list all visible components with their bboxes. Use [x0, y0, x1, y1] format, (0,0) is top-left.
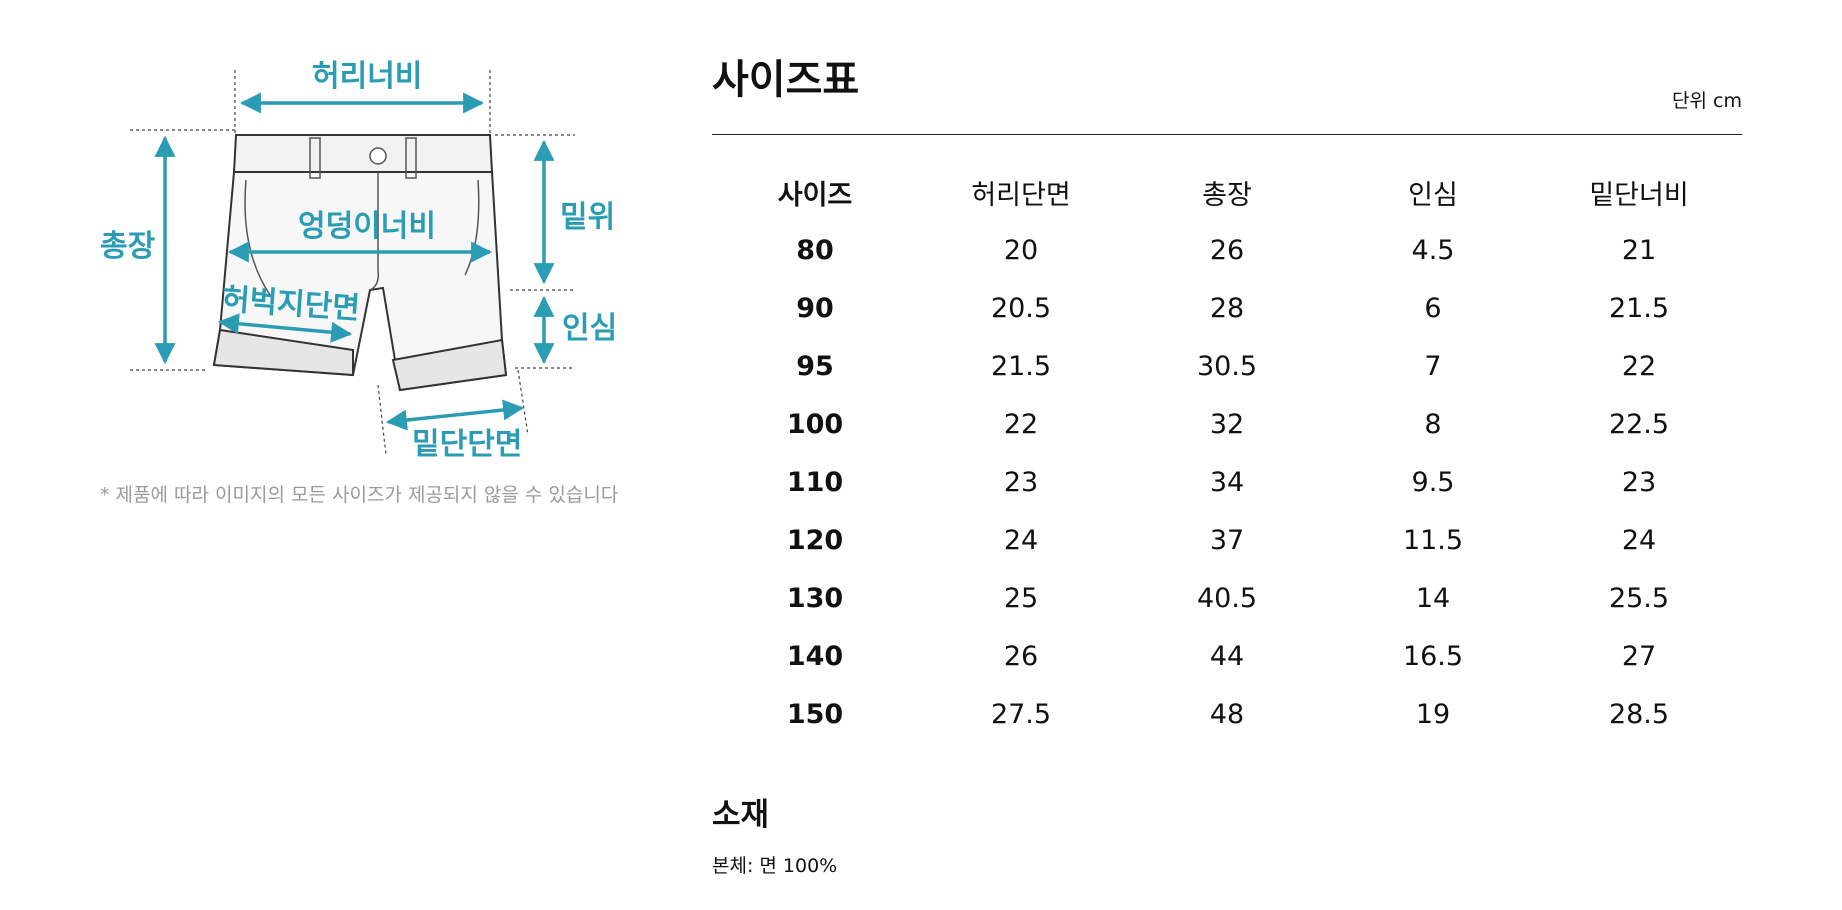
value-cell: 21.5 [1608, 292, 1670, 324]
value-cell: 44 [1209, 640, 1245, 672]
value-cell: 24 [1621, 524, 1657, 556]
column-header: 총장 [1202, 179, 1252, 211]
value-cell: 28 [1209, 292, 1245, 324]
size-cell: 130 [786, 582, 844, 614]
value-cell: 7 [1424, 350, 1442, 382]
value-cell: 23 [1621, 466, 1657, 498]
value-cell: 27.5 [990, 698, 1052, 730]
table-row: 90 20.5 28 6 21.5 [712, 279, 1742, 337]
value-cell: 25.5 [1608, 582, 1670, 614]
value-cell: 32 [1209, 408, 1245, 440]
table-row: 100 22 32 8 22.5 [712, 395, 1742, 453]
table-row: 150 27.5 48 19 28.5 [712, 685, 1742, 743]
value-cell: 11.5 [1402, 524, 1464, 556]
value-cell: 24 [1003, 524, 1039, 556]
shorts-size-diagram: 허리너비 총장 밑위 엉덩이너비 허벅지단면 인심 밑단단면 [70, 40, 650, 480]
shorts-illustration [130, 70, 575, 456]
label-waist-width: 허리너비 [312, 59, 423, 94]
label-total-length: 총장 [100, 229, 156, 264]
value-cell: 34 [1209, 466, 1245, 498]
value-cell: 21 [1621, 234, 1657, 266]
value-cell: 26 [1209, 234, 1245, 266]
value-cell: 9.5 [1411, 466, 1455, 498]
size-chart-title: 사이즈표 [712, 57, 860, 103]
label-inseam: 인심 [562, 311, 618, 346]
table-row: 130 25 40.5 14 25.5 [712, 569, 1742, 627]
value-cell: 48 [1209, 698, 1245, 730]
value-cell: 28.5 [1608, 698, 1670, 730]
value-cell: 21.5 [990, 350, 1052, 382]
table-row: 80 20 26 4.5 21 [712, 221, 1742, 279]
material-title: 소재 [712, 797, 770, 833]
size-cell: 120 [786, 524, 844, 556]
size-cell: 110 [786, 466, 844, 498]
column-header: 사이즈 [777, 179, 853, 211]
label-hip-width: 엉덩이너비 [298, 209, 436, 244]
value-cell: 16.5 [1402, 640, 1464, 672]
size-note: * 제품에 따라 이미지의 모든 사이즈가 제공되지 않을 수 있습니다 [100, 484, 619, 506]
table-row: 140 26 44 16.5 27 [712, 627, 1742, 685]
value-cell: 22 [1621, 350, 1657, 382]
size-cell: 100 [786, 408, 844, 440]
label-hem: 밑단단면 [412, 427, 523, 462]
table-row: 120 24 37 11.5 24 [712, 511, 1742, 569]
material-text: 본체: 면 100% [712, 855, 838, 877]
label-rise: 밑위 [560, 200, 616, 235]
size-cell: 140 [786, 640, 844, 672]
title-divider [712, 134, 1742, 135]
value-cell: 14 [1415, 582, 1451, 614]
value-cell: 4.5 [1411, 234, 1455, 266]
value-cell: 23 [1003, 466, 1039, 498]
table-row: 95 21.5 30.5 7 22 [712, 337, 1742, 395]
value-cell: 30.5 [1196, 350, 1258, 382]
value-cell: 22 [1003, 408, 1039, 440]
unit-label: 단위 cm [1672, 90, 1742, 112]
value-cell: 25 [1003, 582, 1039, 614]
table-header-row: 사이즈 허리단면 총장 인심 밑단너비 [712, 163, 1742, 221]
size-table: 사이즈 허리단면 총장 인심 밑단너비 80 20 26 4.5 21 90 20.5 28 6… [712, 163, 1742, 743]
size-cell: 80 [796, 234, 834, 266]
value-cell: 37 [1209, 524, 1245, 556]
value-cell: 27 [1621, 640, 1657, 672]
column-header: 허리단면 [971, 179, 1071, 211]
value-cell: 20.5 [990, 292, 1052, 324]
value-cell: 26 [1003, 640, 1039, 672]
table-row: 110 23 34 9.5 23 [712, 453, 1742, 511]
size-cell: 95 [796, 350, 834, 382]
column-header: 인심 [1408, 179, 1458, 211]
value-cell: 6 [1424, 292, 1442, 324]
value-cell: 19 [1415, 698, 1451, 730]
size-cell: 150 [786, 698, 844, 730]
size-cell: 90 [796, 292, 834, 324]
value-cell: 20 [1003, 234, 1039, 266]
column-header: 밑단너비 [1589, 179, 1689, 211]
value-cell: 40.5 [1196, 582, 1258, 614]
value-cell: 22.5 [1608, 408, 1670, 440]
value-cell: 8 [1424, 408, 1442, 440]
